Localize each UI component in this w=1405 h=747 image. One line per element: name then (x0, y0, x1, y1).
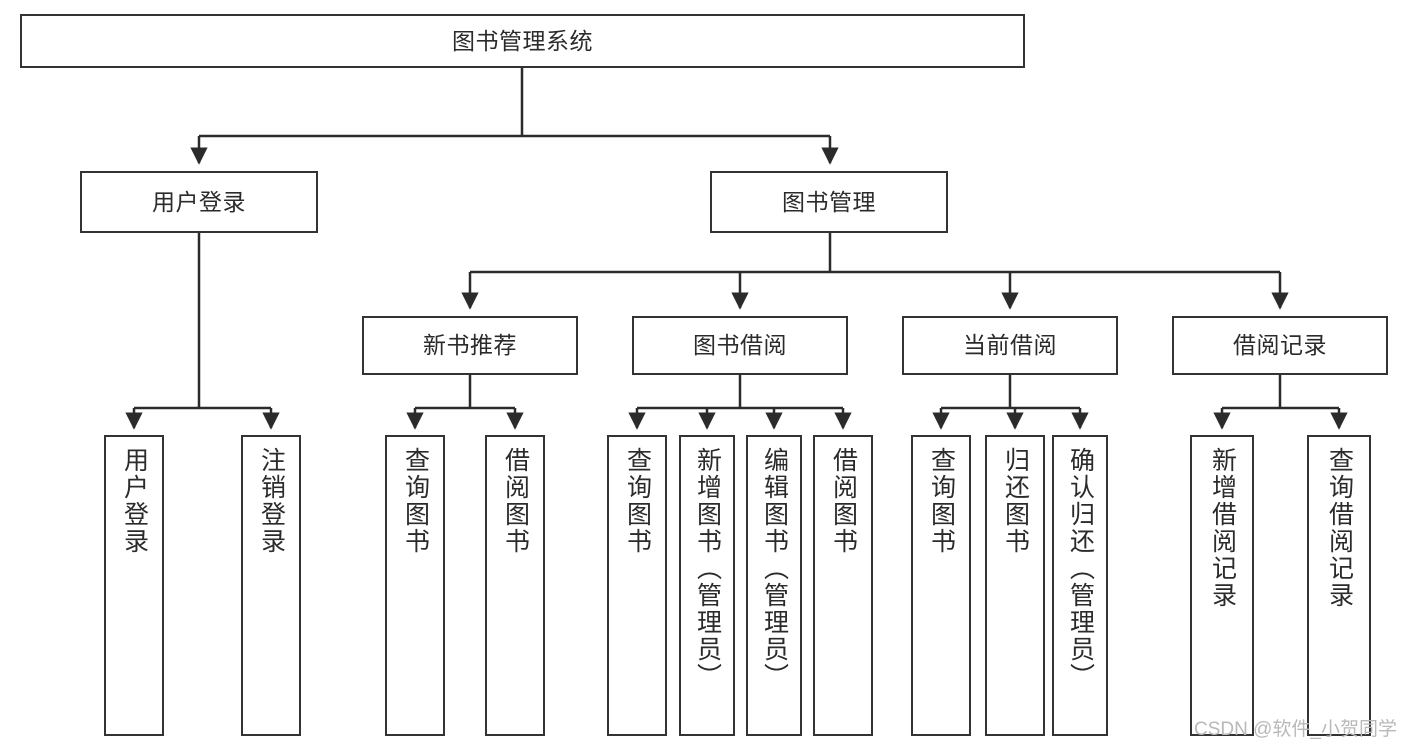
node-borrow-record-label: 借阅记录 (1233, 332, 1327, 359)
edge-group-book-manage (461, 233, 1289, 310)
edge-group-new-book-recommend (406, 375, 524, 430)
node-leaf-query-borrow-record[interactable]: 查询借阅记录 (1307, 435, 1371, 736)
node-book-manage[interactable]: 图书管理 (710, 171, 948, 233)
node-leaf-add-book-admin-label: 新增图书（管理员） (693, 447, 722, 690)
node-leaf-add-book-admin[interactable]: 新增图书（管理员） (679, 435, 735, 736)
node-leaf-borrow-book-2-label: 借阅图书 (829, 447, 858, 555)
node-leaf-query-book-2[interactable]: 查询图书 (607, 435, 667, 736)
node-leaf-confirm-return-admin-label: 确认归还（管理员） (1066, 447, 1095, 690)
node-book-borrow[interactable]: 图书借阅 (632, 316, 848, 375)
node-leaf-add-borrow-record-label: 新增借阅记录 (1208, 447, 1237, 609)
node-book-borrow-label: 图书借阅 (693, 332, 787, 359)
node-leaf-user-login-label: 用户登录 (120, 447, 149, 555)
node-leaf-user-login[interactable]: 用户登录 (104, 435, 164, 736)
node-leaf-borrow-book-1[interactable]: 借阅图书 (485, 435, 545, 736)
node-borrow-record[interactable]: 借阅记录 (1172, 316, 1388, 375)
edge-group-borrow-record (1213, 375, 1348, 430)
node-book-manage-label: 图书管理 (782, 188, 876, 215)
node-leaf-return-book[interactable]: 归还图书 (985, 435, 1045, 736)
node-leaf-add-borrow-record[interactable]: 新增借阅记录 (1190, 435, 1254, 736)
node-leaf-query-book-3[interactable]: 查询图书 (911, 435, 971, 736)
edge-group-root (190, 68, 839, 165)
node-user-login-label: 用户登录 (152, 188, 246, 215)
node-current-borrow[interactable]: 当前借阅 (902, 316, 1118, 375)
node-leaf-query-book-2-label: 查询图书 (623, 447, 652, 555)
node-leaf-return-book-label: 归还图书 (1001, 447, 1030, 555)
node-leaf-edit-book-admin[interactable]: 编辑图书（管理员） (746, 435, 802, 736)
node-user-login[interactable]: 用户登录 (80, 171, 318, 233)
node-leaf-confirm-return-admin[interactable]: 确认归还（管理员） (1052, 435, 1108, 736)
node-leaf-edit-book-admin-label: 编辑图书（管理员） (760, 447, 789, 690)
node-leaf-borrow-book-1-label: 借阅图书 (501, 447, 530, 555)
edge-group-book-borrow (628, 375, 852, 430)
node-root[interactable]: 图书管理系统 (20, 14, 1025, 68)
edge-group-user-login (125, 233, 280, 430)
node-leaf-query-book-3-label: 查询图书 (927, 447, 956, 555)
node-leaf-query-book-1-label: 查询图书 (401, 447, 430, 555)
node-leaf-borrow-book-2[interactable]: 借阅图书 (813, 435, 873, 736)
node-leaf-query-borrow-record-label: 查询借阅记录 (1325, 447, 1354, 609)
node-current-borrow-label: 当前借阅 (963, 332, 1057, 359)
node-new-book-recommend-label: 新书推荐 (423, 332, 517, 359)
edge-group-current-borrow (932, 375, 1089, 430)
watermark-text: CSDN @软件_小贺同学 (1194, 719, 1397, 740)
node-leaf-logout[interactable]: 注销登录 (241, 435, 301, 736)
node-new-book-recommend[interactable]: 新书推荐 (362, 316, 578, 375)
node-root-label: 图书管理系统 (452, 27, 593, 54)
node-leaf-query-book-1[interactable]: 查询图书 (385, 435, 445, 736)
node-leaf-logout-label: 注销登录 (257, 447, 286, 555)
